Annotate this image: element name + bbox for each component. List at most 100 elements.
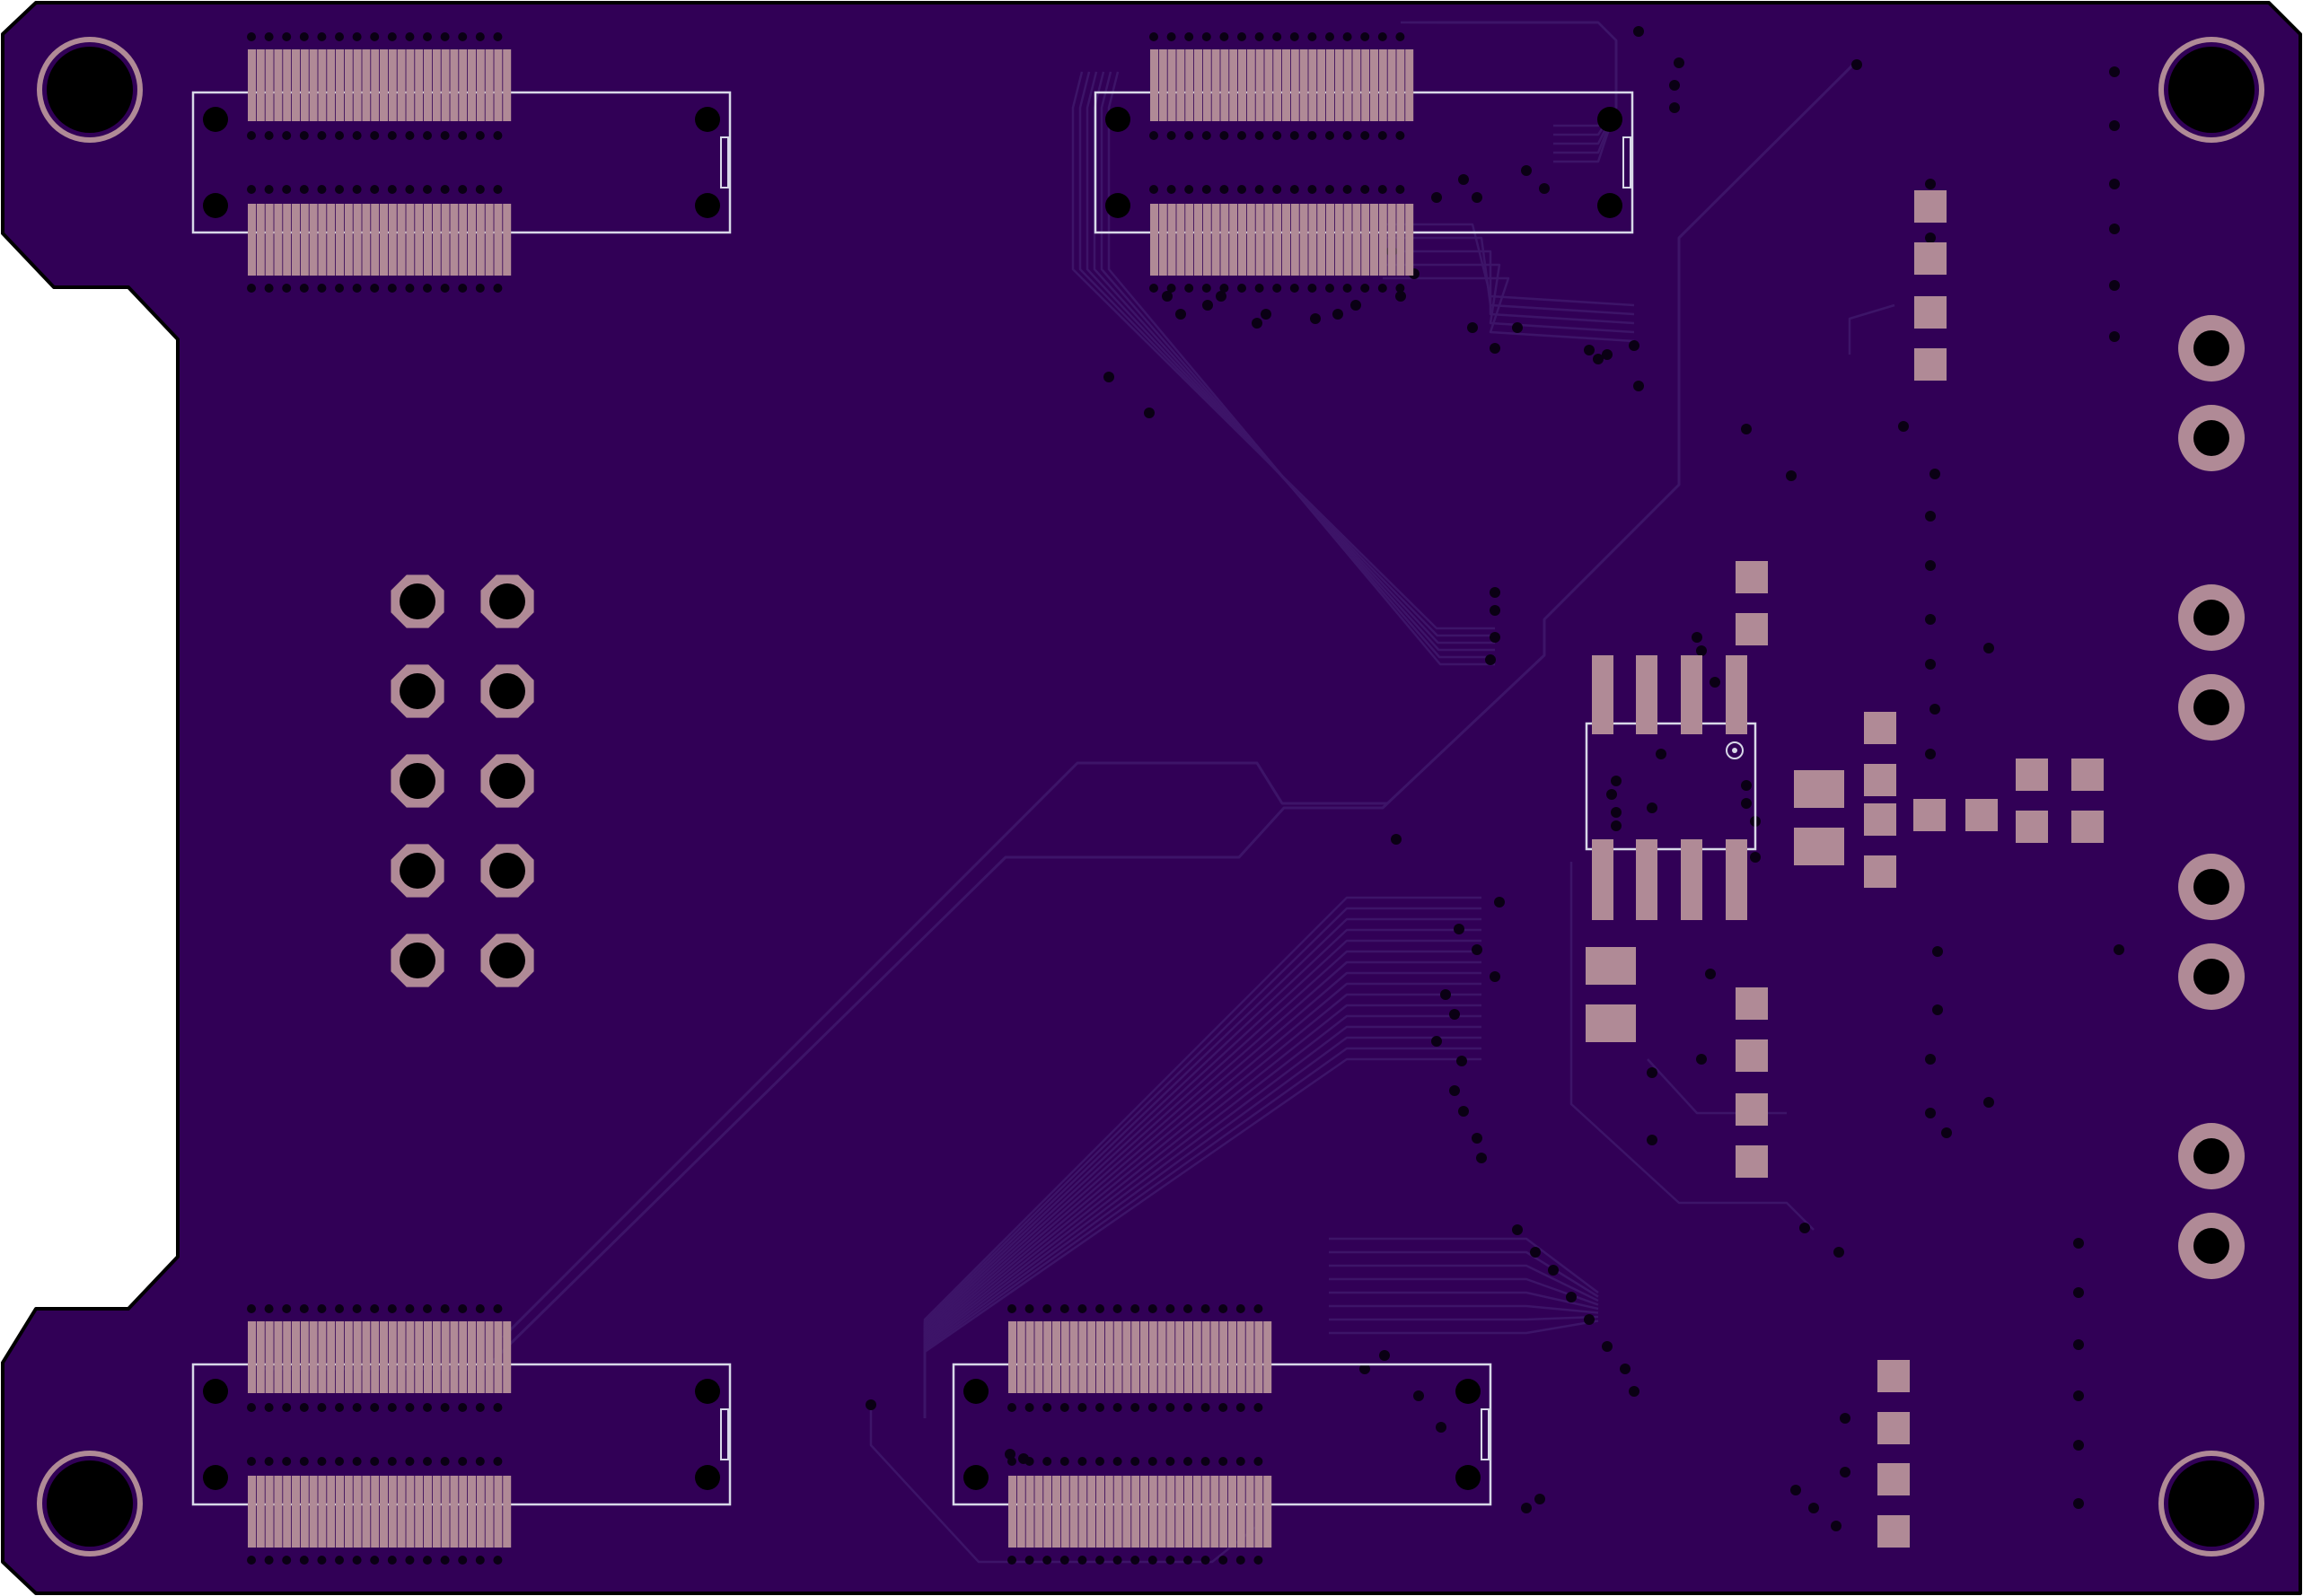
- connector-bottom-center-pad: [1096, 1476, 1104, 1548]
- connector-bottom-left-pad: [397, 1321, 406, 1393]
- connector-top-center-pad: [1343, 204, 1352, 276]
- via: [423, 1403, 432, 1412]
- via: [1741, 798, 1752, 809]
- via: [352, 1403, 362, 1412]
- connector-bottom-left-pad: [300, 1476, 309, 1548]
- via: [1692, 632, 1702, 643]
- connector-bottom-left-pad: [406, 1321, 415, 1393]
- via: [1237, 284, 1246, 293]
- resistor-ic-right-2: [1864, 855, 1896, 888]
- via: [370, 131, 380, 140]
- via: [264, 1304, 274, 1313]
- via: [1165, 1556, 1175, 1565]
- connector-top-left-pad: [503, 204, 512, 276]
- via: [458, 284, 468, 293]
- connector-bottom-center-pad: [1078, 1321, 1087, 1393]
- connector-bottom-left-pad: [415, 1321, 424, 1393]
- connector-top-center-pad: [1167, 49, 1176, 121]
- resistor-ic-right-horizontal: [1965, 799, 1998, 831]
- edge-pin-drill: [2193, 1228, 2229, 1264]
- connector-bottom-center-pad: [1254, 1321, 1263, 1393]
- via: [1350, 300, 1361, 311]
- resistor-below-ic-2: [1736, 1093, 1768, 1126]
- via: [1147, 1457, 1157, 1466]
- resistor-far-right-2: [2071, 811, 2104, 843]
- via: [493, 32, 503, 41]
- via: [247, 185, 256, 194]
- connector-bottom-center-pad: [1025, 1476, 1034, 1548]
- via: [317, 1304, 327, 1313]
- via: [1925, 614, 1936, 625]
- connector-bottom-left-pad: [336, 1476, 344, 1548]
- via: [1674, 57, 1684, 68]
- connector-top-left-pad: [503, 49, 512, 121]
- connector-bottom-center-pad: [1140, 1321, 1148, 1393]
- via: [1149, 131, 1158, 140]
- connector-bottom-center-pad: [1043, 1321, 1052, 1393]
- via: [1456, 1056, 1467, 1066]
- via: [264, 185, 274, 194]
- trace-diagonal-secondary: [501, 761, 1387, 1339]
- via: [1584, 345, 1595, 355]
- via: [1633, 26, 1644, 37]
- via: [1165, 1304, 1175, 1313]
- trace-layer: [260, 21, 1895, 1564]
- connector-bottom-center-pad: [1008, 1321, 1016, 1393]
- via: [264, 32, 274, 41]
- edge-pin-drill: [2193, 420, 2229, 456]
- via: [1458, 1106, 1469, 1117]
- via: [458, 1457, 468, 1466]
- connector-top-center-pad: [1378, 204, 1387, 276]
- via: [1696, 1054, 1707, 1065]
- via: [1042, 1457, 1052, 1466]
- via: [352, 284, 362, 293]
- connector-top-center-pad: [1202, 204, 1211, 276]
- via: [2109, 224, 2120, 234]
- via: [1602, 1341, 1613, 1352]
- via: [475, 1457, 485, 1466]
- via: [1342, 32, 1352, 41]
- via: [475, 1556, 485, 1565]
- connector-top-left-pad: [432, 204, 441, 276]
- via: [335, 1556, 344, 1565]
- resistor-ic-right-horizontal: [1913, 799, 1946, 831]
- via: [1005, 1449, 1015, 1460]
- trace-top-right-lower: [1383, 236, 1635, 316]
- via: [1183, 1403, 1192, 1412]
- via: [1201, 131, 1211, 140]
- connector-bottom-left-pad: [318, 1321, 327, 1393]
- connector-top-left-pad: [265, 49, 274, 121]
- via: [1941, 1127, 1952, 1138]
- via: [1932, 946, 1943, 957]
- connector-top-left-pad: [344, 49, 353, 121]
- via: [1629, 1386, 1639, 1397]
- via: [1253, 1304, 1263, 1313]
- via: [458, 185, 468, 194]
- connector-top-left-pad: [362, 204, 371, 276]
- connector-top-left-key: [720, 136, 729, 189]
- connector-bottom-left-pad: [283, 1476, 292, 1548]
- capacitor-below-ic: [1586, 1004, 1636, 1042]
- via: [1342, 284, 1352, 293]
- connector-bottom-center-locator-hole: [963, 1465, 989, 1490]
- via: [1449, 1009, 1460, 1020]
- connector-top-left-pad: [265, 204, 274, 276]
- via: [299, 1556, 309, 1565]
- via: [1112, 1304, 1122, 1313]
- via: [264, 1457, 274, 1466]
- via: [1149, 284, 1158, 293]
- connector-bottom-left-pad: [292, 1321, 300, 1393]
- via: [1024, 1304, 1034, 1313]
- via: [405, 1457, 415, 1466]
- connector-top-center-pad: [1378, 49, 1387, 121]
- via: [1472, 192, 1482, 203]
- connector-bottom-center-key: [1481, 1408, 1490, 1460]
- via: [1237, 131, 1246, 140]
- via: [335, 1403, 344, 1412]
- via: [440, 1457, 450, 1466]
- connector-top-center-pad: [1150, 49, 1158, 121]
- connector-top-center-pad: [1185, 49, 1194, 121]
- pin-header-drill: [489, 763, 525, 799]
- connector-bottom-left-pad: [274, 1321, 283, 1393]
